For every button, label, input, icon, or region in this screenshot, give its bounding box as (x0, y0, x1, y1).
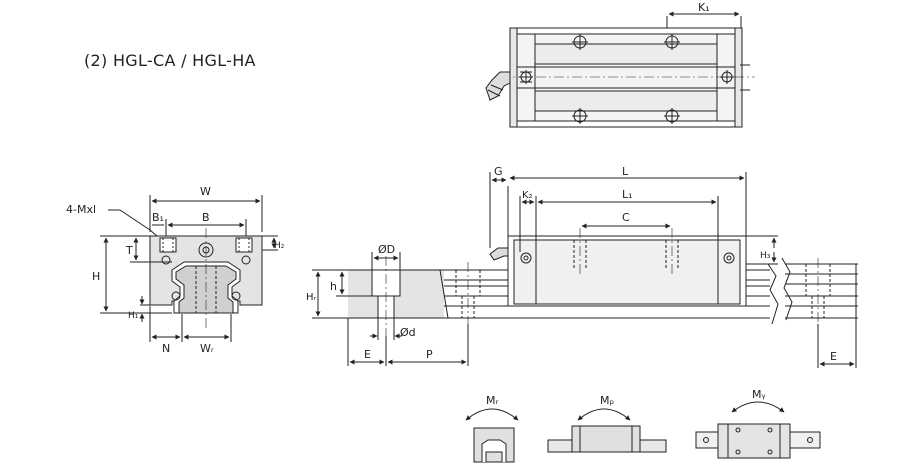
label-t: T (125, 244, 133, 257)
label-phid-small: Ød (400, 326, 416, 339)
label-e-right: E (830, 350, 837, 363)
label-h: H (92, 270, 100, 283)
label-h3: H₃ (760, 251, 771, 261)
label-mr: Mᵣ (486, 394, 498, 407)
label-n: N (162, 342, 170, 355)
label-k1: K₁ (698, 1, 710, 14)
top-view (485, 11, 755, 128)
label-g: G (494, 165, 503, 178)
label-k2: K₂ (522, 190, 533, 201)
moment-mr-icon (465, 408, 519, 463)
dimension-labels: K₁ W 4-Mxl B₁ B T H H₂ H₁ N Wᵣ ØD Hᵣ h Ø… (66, 1, 837, 407)
label-b: B (202, 211, 210, 224)
side-view (312, 172, 858, 368)
label-my: Mᵧ (752, 388, 766, 401)
label-h-small: h (330, 280, 337, 293)
label-phid: ØD (378, 243, 395, 256)
label-mp: Mₚ (600, 394, 614, 407)
figure-title: (2) HGL-CA / HGL-HA (84, 51, 256, 70)
moment-my-icon (695, 401, 821, 459)
label-l: L (622, 165, 629, 178)
label-mxl: 4-Mxl (66, 203, 96, 216)
label-wr: Wᵣ (200, 342, 214, 355)
label-l1: L₁ (622, 188, 633, 201)
label-p: P (426, 348, 433, 361)
label-e: E (364, 348, 371, 361)
moment-mp-icon (547, 408, 667, 453)
label-w: W (200, 185, 211, 198)
label-hr: Hᵣ (306, 292, 317, 303)
label-b1: B₁ (152, 211, 164, 224)
label-h2: H₂ (274, 241, 285, 251)
end-view (100, 195, 278, 342)
label-c: C (622, 211, 630, 224)
label-h1: H₁ (128, 311, 139, 321)
